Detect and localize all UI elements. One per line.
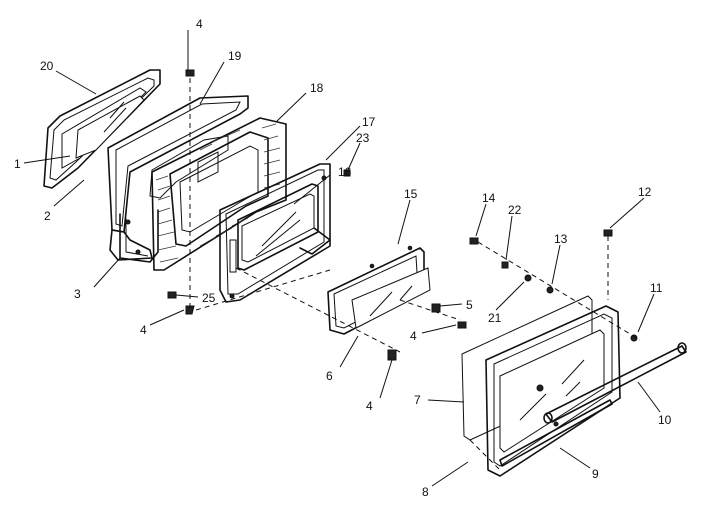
leader-lines (23, 30, 661, 487)
callout-22: 22 (508, 203, 522, 217)
part-19-frame (107, 95, 249, 261)
assembly-lines (189, 78, 641, 471)
part-16-inner-panel (219, 163, 331, 303)
callout-4-top: 4 (196, 17, 203, 31)
callout-18: 18 (310, 81, 324, 95)
callout-4-bottom: 4 (366, 399, 373, 413)
callout-6: 6 (326, 369, 333, 383)
screw-4c (457, 321, 467, 329)
callout-15: 15 (404, 187, 418, 201)
screw-12 (603, 229, 613, 237)
callout-17: 17 (362, 115, 376, 129)
callout-9: 9 (592, 467, 599, 481)
clip-5 (431, 303, 441, 313)
washer-11 (630, 334, 638, 342)
screw-14 (469, 237, 479, 245)
callout-14: 14 (482, 191, 496, 205)
callout-11: 11 (650, 281, 663, 295)
callout-8: 8 (422, 485, 429, 499)
callout-4-left: 4 (140, 323, 147, 337)
washer-21 (524, 274, 532, 282)
callout-16: 16 (338, 165, 352, 179)
callout-21: 21 (488, 311, 502, 325)
part-20-gasket (43, 69, 161, 189)
screw-4b (387, 349, 397, 361)
callout-2: 2 (44, 209, 51, 223)
callout-1: 1 (14, 157, 21, 171)
part-3-liner (119, 209, 159, 263)
fasteners (167, 69, 638, 427)
screw-top (185, 69, 195, 77)
callout-7: 7 (414, 393, 421, 407)
callout-20: 20 (40, 59, 54, 73)
callout-5: 5 (466, 298, 473, 312)
callout-4-right: 4 (410, 329, 417, 343)
washer-13 (546, 286, 554, 294)
callout-23: 23 (356, 131, 370, 145)
nut-22 (501, 261, 509, 269)
part-6-glass-retainer (327, 245, 431, 335)
callout-13: 13 (554, 232, 568, 246)
part-9-door-frame (485, 305, 621, 477)
part-18-insulation (151, 117, 287, 271)
callout-25: 25 (202, 291, 216, 305)
screw-4a (185, 305, 195, 315)
clip-25 (167, 291, 177, 299)
callout-19: 19 (228, 49, 242, 63)
part-10-handle (543, 342, 687, 424)
callouts: 1 2 3 4 4 4 4 5 6 7 8 9 10 11 12 13 14 1… (14, 17, 672, 499)
callout-10: 10 (658, 413, 672, 427)
callout-3: 3 (74, 287, 81, 301)
callout-12: 12 (638, 185, 652, 199)
